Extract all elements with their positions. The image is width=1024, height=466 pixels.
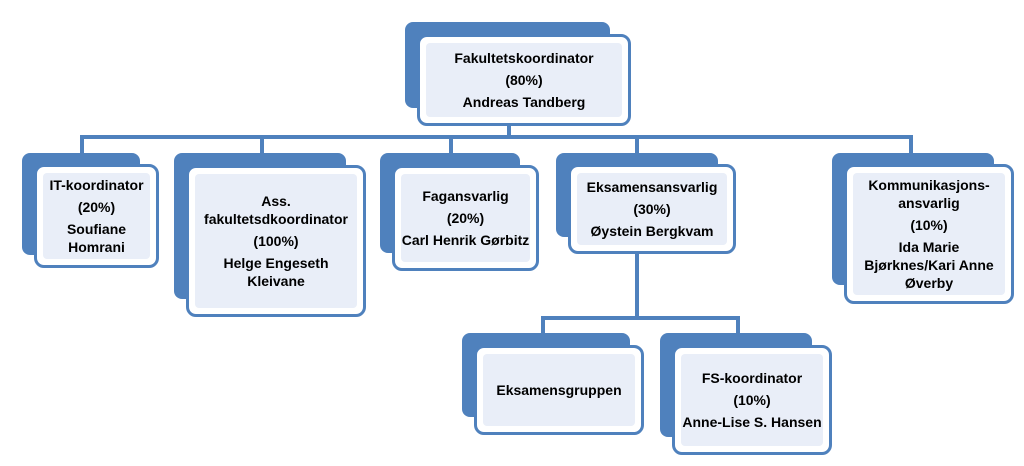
node-title: Ass. fakultetsdkoordinator (204, 193, 348, 227)
node-person: Øystein Bergkvam (590, 223, 714, 239)
node-title: FS-koordinator (701, 370, 803, 386)
node-percent: (20%) (77, 199, 116, 215)
node-title: Eksamensgruppen (496, 382, 622, 398)
node-person: Carl Henrik Gørbitz (401, 232, 530, 248)
node-title: Kommunikasjons-ansvarlig (868, 177, 990, 211)
node-title: Eksamensansvarlig (586, 179, 718, 195)
node-percent: (20%) (446, 210, 485, 226)
node-percent: (10%) (910, 217, 948, 233)
node-person: Anne-Lise S. Hansen (682, 414, 822, 430)
node-percent: (30%) (633, 201, 671, 217)
node-person: Andreas Tandberg (462, 94, 586, 110)
node-title: Fagansvarlig (422, 188, 509, 204)
node-person: Soufiane Homrani (66, 221, 127, 255)
node-percent: (10%) (733, 392, 771, 408)
node-percent: (80%) (505, 72, 543, 88)
node-person: Helge Engeseth Kleivane (223, 255, 329, 289)
node-title: Fakultetskoordinator (454, 50, 594, 66)
node-person: Ida Marie Bjørknes/Kari Anne Øverby (864, 239, 994, 291)
node-title: IT-koordinator (49, 177, 144, 193)
node-percent: (100%) (253, 233, 299, 249)
